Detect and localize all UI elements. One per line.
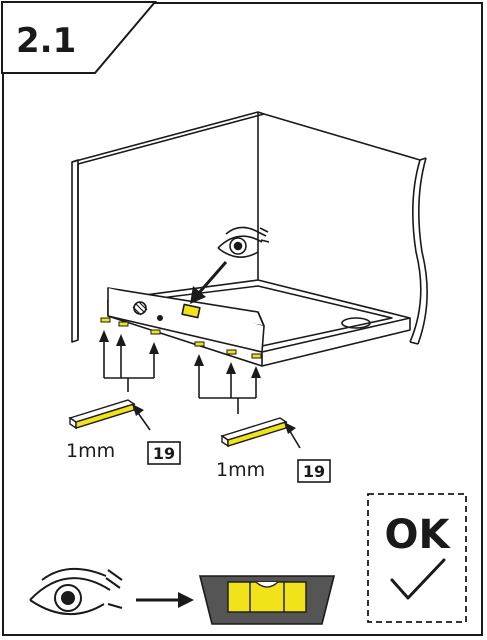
spirit-level — [107, 287, 265, 353]
eye-icon-bottom — [29, 567, 123, 615]
shim-right — [220, 417, 288, 448]
shim-positions — [100, 317, 262, 359]
spirit-level-bubble-icon — [198, 575, 336, 625]
part-ref-left: 19 — [153, 444, 175, 463]
ok-label: OK — [385, 512, 452, 558]
arrowheads-left — [99, 330, 159, 354]
eye-icon — [217, 226, 270, 258]
checkmark-icon — [390, 558, 446, 600]
view-arrow-icon — [190, 261, 228, 304]
shim-arrows-left — [103, 338, 155, 392]
ok-result-box: OK — [367, 493, 467, 623]
shim-arrows-right — [198, 362, 257, 414]
step-tab: 2.1 — [1, 0, 158, 74]
part-ref-box-left — [147, 441, 181, 465]
arrowheads-right — [194, 354, 261, 378]
part-ref-box-right — [297, 459, 331, 483]
arrow-icon — [136, 592, 194, 608]
ref-pointer-left — [132, 404, 151, 431]
shim-left — [68, 399, 136, 430]
step-number: 2.1 — [16, 21, 76, 61]
shim-thickness-label-right: 1mm — [216, 459, 265, 481]
shim-thickness-label-left: 1mm — [66, 440, 115, 462]
part-ref-right: 19 — [303, 462, 325, 481]
ref-pointer-right — [284, 422, 301, 449]
